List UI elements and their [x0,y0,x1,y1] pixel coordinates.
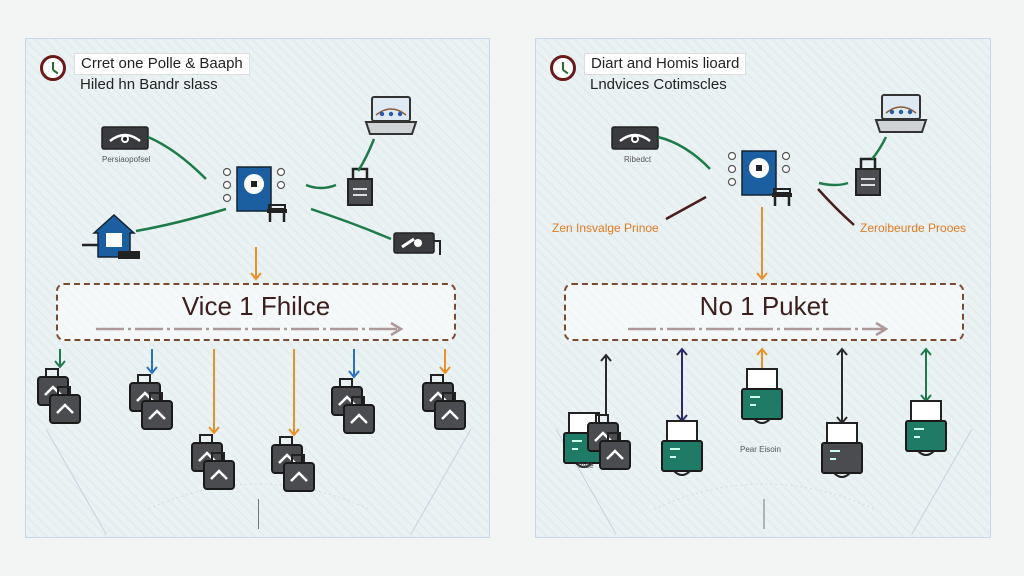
endpoint-device-2[interactable] [129,374,173,430]
arrowhead [146,366,158,375]
server-icon[interactable] [222,166,288,222]
connection-curve [665,195,707,221]
arrowhead [54,360,66,369]
laptop-icon[interactable] [874,94,928,133]
server-to-policy-arrow [756,207,768,281]
clock-icon [40,55,66,81]
arrowhead [756,272,768,281]
right-title-box: Diart and Homis lioard Lndvices Cotimscl… [550,53,747,95]
arrowhead [439,366,451,375]
server-icon[interactable] [727,150,793,206]
endpoint-device-4[interactable] [271,436,315,492]
arrowhead [208,426,220,435]
arrowhead [756,347,768,356]
camera-icon[interactable] [393,232,441,255]
gear-icon [781,151,791,161]
connection-curve [356,138,376,172]
endpoint-connector [348,349,360,379]
right-diagram-canvas [555,94,973,535]
right-annotation: Zeroibeurde Prooes [860,221,967,235]
endpoint-connector [600,353,612,415]
left-title-line2: Hiled hn Bandr slass [80,76,218,93]
endpoint-device-1b[interactable] [587,414,631,470]
endpoint-connector [756,347,768,369]
right-device-caption: Ribedct [624,155,652,164]
lock-icon[interactable] [347,167,373,206]
gear-icon [727,151,737,161]
clock-icon [550,55,576,81]
endpoint-connector [920,347,932,403]
laptop-icon[interactable] [364,96,418,135]
connection-curve [135,207,227,233]
server-to-policy-arrow [250,247,262,281]
gear-icon [781,164,791,174]
arrowhead [250,272,262,281]
left-title-line1: Crret one Polle & Baaph [74,53,250,75]
connection-curve [310,207,392,241]
right-panel: Diart and Homis lioard Lndvices Cotimscl… [535,38,991,538]
right-policy-box[interactable]: No 1 Puket [564,283,964,341]
left-title-box: Crret one Polle & Baaph Hiled hn Bandr s… [40,53,250,95]
endpoint-device-5[interactable] [331,378,375,434]
endpoint-device-4[interactable] [821,422,863,478]
arrowhead [676,347,688,356]
gear-icon [222,180,232,190]
endpoint-device-5[interactable] [905,400,947,456]
arrowhead [348,370,360,379]
gear-icon [222,193,232,203]
right-policy-label: No 1 Puket [699,291,829,321]
printer-icon [118,251,140,259]
house-icon[interactable] [82,213,140,259]
right-title-line2: Lndvices Cotimscles [590,76,727,93]
endpoint-device-6[interactable] [422,374,466,430]
left-device-caption: Persiaopofsel [102,155,151,164]
desk-icon [267,209,287,213]
endpoint-connector [54,349,66,369]
background-ornament [45,428,472,535]
arrowhead [600,353,612,362]
connection-curve [818,181,849,187]
left-annotation: Zen Insvalge Prinoe [552,221,659,235]
connection-curve [871,136,888,160]
endpoint-connector [836,347,848,425]
left-policy-box[interactable]: Vice 1 Fhilce [56,283,456,341]
arrowhead [836,347,848,356]
gear-icon [222,167,232,177]
eye-monitor-icon[interactable] [611,126,659,150]
arrowhead [288,428,300,437]
lock-icon[interactable] [855,157,881,196]
endpoint-caption-2: Pear Eisoin [740,445,781,454]
gear-icon [727,164,737,174]
endpoint-device-1[interactable] [37,368,81,424]
endpoint-connector [288,349,300,437]
endpoint-device-3[interactable] [191,434,235,490]
endpoint-connector [676,347,688,423]
connection-curve [147,135,207,180]
endpoint-connector [439,349,451,375]
endpoint-connector [208,349,220,435]
endpoint-caption-1: Inde [578,461,594,470]
left-diagram-canvas [37,96,472,535]
eye-monitor-icon[interactable] [101,126,149,150]
endpoint-device-2[interactable] [661,420,703,476]
left-panel: Crret one Polle & Baaph Hiled hn Bandr s… [25,38,490,538]
gear-icon [727,177,737,187]
desk-icon [772,193,792,197]
left-policy-label: Vice 1 Fhilce [181,291,331,321]
endpoint-device-3[interactable] [741,368,783,424]
right-title-line1: Diart and Homis lioard [584,53,747,75]
endpoint-connector [146,349,158,375]
connection-curve [817,188,855,226]
connection-curve [657,135,711,170]
arrowhead [920,347,932,356]
connection-curve [305,183,337,190]
gear-icon [276,167,286,177]
gear-icon [276,180,286,190]
